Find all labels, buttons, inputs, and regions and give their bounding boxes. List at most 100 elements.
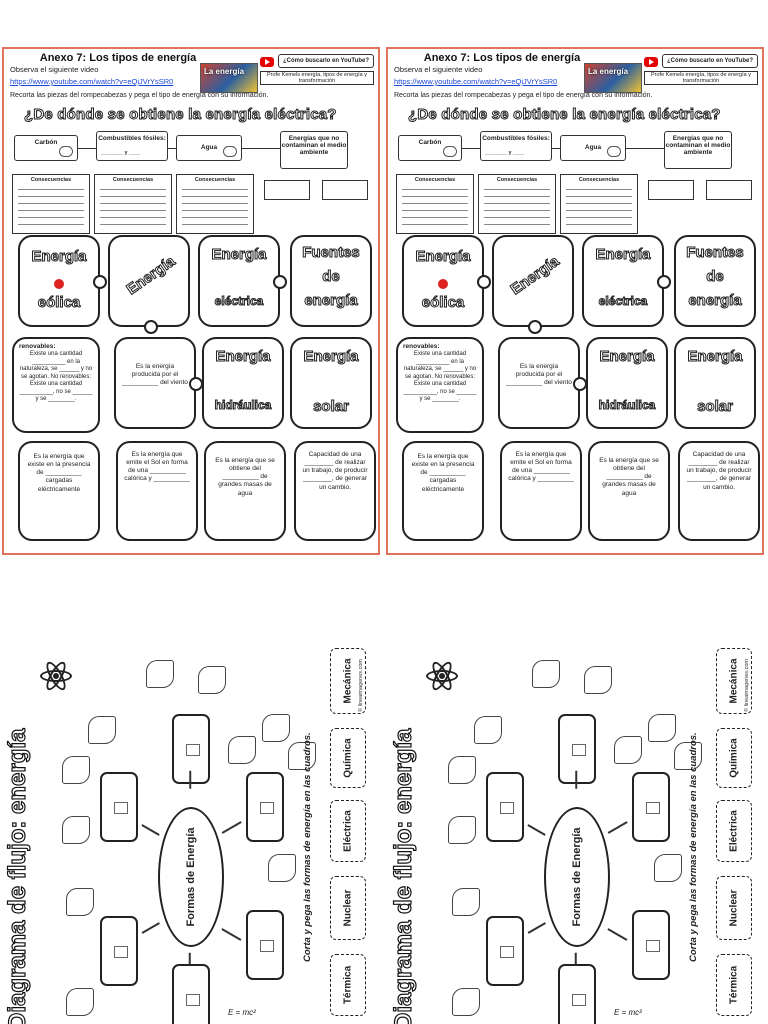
person-icon (452, 988, 480, 1016)
puzzle-piece-electrica[interactable]: Energía eléctrica (198, 235, 287, 327)
video-title: Profe Kemels energía, tipos de energía y… (644, 71, 758, 85)
consequences-box[interactable]: Consecuencias (396, 174, 474, 234)
video-link[interactable]: https://www.youtube.com/watch?v=eQjJVrYs… (394, 77, 558, 86)
consequences-box[interactable]: Consecuencias (94, 174, 172, 234)
puzzle-piece-fuentes[interactable]: Fuentes de energía (674, 235, 756, 327)
puzzle-piece-energia[interactable]: Energía (492, 235, 574, 334)
worksheet-heading: ¿De dónde se obtiene la energía eléctric… (408, 106, 721, 124)
source-fossil: Combustibles fósiles:________ y ____ (96, 131, 168, 161)
puzzle-piece-capacidad[interactable]: Capacidad de una ________ de realizar un… (294, 441, 376, 541)
how-to-find-label: ¿Cómo buscarlo en YouTube? (662, 54, 758, 68)
consequences-box[interactable]: Consecuencias (478, 174, 556, 234)
puzzle-piece-agua[interactable]: Es la energía que se obtiene del _______… (588, 441, 670, 541)
video-title: Profe Kemels energía, tipos de energía y… (260, 71, 374, 85)
puzzle-piece-capacidad[interactable]: Capacidad de una ________ de realizar un… (678, 441, 760, 541)
consequences-box[interactable]: Consecuencias (176, 174, 254, 234)
label-mecanica[interactable]: Mecánica (330, 648, 366, 714)
power-tower-icon (146, 660, 174, 688)
cart-icon (448, 816, 476, 844)
flow-instruction: Corta y pega las formas de energía en la… (688, 732, 699, 962)
puzzle-piece-solar[interactable]: Energía solar (290, 337, 372, 429)
blank-box[interactable] (632, 910, 670, 980)
puzzle-piece-cargadas[interactable]: Es la energía que existe en la presencia… (402, 441, 484, 541)
sun-icon (262, 714, 290, 742)
source-clean: Energías que no contaminan el medio ambi… (280, 131, 348, 169)
answer-box[interactable] (264, 180, 310, 200)
formula-label: E = mc² (228, 1008, 256, 1017)
label-termica[interactable]: Térmica (716, 954, 752, 1016)
lightning-icon (198, 666, 226, 694)
puzzle-piece-renovables[interactable]: renovables: Existe una cantidad ________… (12, 337, 100, 433)
lightning-icon (584, 666, 612, 694)
consequences-box[interactable]: Consecuencias (12, 174, 90, 234)
plant-icon (674, 742, 702, 770)
answer-box[interactable] (706, 180, 752, 200)
puzzle-instruction: Recorta las piezas del rompecabezas y pe… (394, 92, 653, 99)
flow-diagram-right: Diagrama de flujo: energía Formas de Ene… (386, 632, 764, 1024)
puzzle-piece-eolica[interactable]: Energía eólica (18, 235, 107, 327)
puzzle-piece-hidraulica[interactable]: Energía hidráulica (202, 337, 284, 429)
source-water: Agua (176, 135, 242, 161)
puzzle-piece-hidraulica[interactable]: Energía hidráulica (586, 337, 668, 429)
blank-box[interactable] (246, 772, 284, 842)
how-to-find-label: ¿Cómo buscarlo en YouTube? (278, 54, 374, 68)
bicycle-icon (66, 888, 94, 916)
center-ellipse: Formas de Energía (544, 807, 610, 947)
label-termica[interactable]: Térmica (330, 954, 366, 1016)
blank-box[interactable] (558, 714, 596, 784)
worksheet-title: Anexo 7: Los tipos de energía (39, 52, 197, 64)
blank-box[interactable] (558, 964, 596, 1024)
puzzle-piece-sol[interactable]: Es la energía que emite el Sol en forma … (116, 441, 198, 541)
blank-box[interactable] (632, 772, 670, 842)
sun-icon (648, 714, 676, 742)
puzzle-piece-energia[interactable]: Energía (108, 235, 190, 334)
puzzle-piece-agua[interactable]: Es la energía que se obtiene del _______… (204, 441, 286, 541)
blank-box[interactable] (486, 916, 524, 986)
blank-box[interactable] (100, 772, 138, 842)
video-instruction: Observa el siguiente video (394, 65, 483, 74)
puzzle-piece-solar[interactable]: Energía solar (674, 337, 756, 429)
puzzle-piece-cargadas[interactable]: Es la energía que existe en la presencia… (18, 441, 100, 541)
puzzle-piece-fuentes[interactable]: Fuentes de energía (290, 235, 372, 327)
worksheet-title: Anexo 7: Los tipos de energía (423, 52, 581, 64)
water-drop-icon (607, 146, 621, 157)
label-quimica[interactable]: Química (716, 728, 752, 788)
label-quimica[interactable]: Química (330, 728, 366, 788)
thumbnail-text: La energía (204, 67, 245, 76)
consequences-box[interactable]: Consecuencias (560, 174, 638, 234)
fire-icon (654, 854, 682, 882)
power-tower-icon (532, 660, 560, 688)
blank-box[interactable] (172, 714, 210, 784)
answer-box[interactable] (648, 180, 694, 200)
boy-icon (62, 756, 90, 784)
puzzle-piece-sol[interactable]: Es la energía que emite el Sol en forma … (500, 441, 582, 541)
label-nuclear[interactable]: Nuclear (716, 876, 752, 940)
puzzle-piece-eolica[interactable]: Energía eólica (402, 235, 491, 327)
label-electrica[interactable]: Eléctrica (716, 800, 752, 862)
puzzle-piece-renovables[interactable]: renovables: Existe una cantidad ________… (396, 337, 484, 433)
boy-icon (448, 756, 476, 784)
video-thumbnail[interactable]: La energía (200, 63, 258, 93)
flashlight-icon (614, 736, 642, 764)
video-instruction: Observa el siguiente video (10, 65, 99, 74)
blank-box[interactable] (100, 916, 138, 986)
answer-box[interactable] (322, 180, 368, 200)
puzzle-piece-electrica[interactable]: Energía eléctrica (582, 235, 671, 327)
label-electrica[interactable]: Eléctrica (330, 800, 366, 862)
youtube-icon (260, 57, 274, 67)
blank-box[interactable] (172, 964, 210, 1024)
blank-box[interactable] (246, 910, 284, 980)
source-clean: Energías que no contaminan el medio ambi… (664, 131, 732, 169)
wind-turbine-icon (54, 279, 64, 289)
coal-icon (443, 146, 457, 157)
blank-box[interactable] (486, 772, 524, 842)
video-link[interactable]: https://www.youtube.com/watch?v=eQjJVrYs… (10, 77, 174, 86)
flashlight-icon (228, 736, 256, 764)
plant-icon (288, 742, 316, 770)
puzzle-piece-viento[interactable]: Es la energía producida por el _________… (114, 337, 203, 429)
puzzle-piece-viento[interactable]: Es la energía producida por el _________… (498, 337, 587, 429)
video-thumbnail[interactable]: La energía (584, 63, 642, 93)
flow-diagram-left: Diagrama de flujo: energía Formas de Ene… (0, 632, 378, 1024)
label-mecanica[interactable]: Mecánica (716, 648, 752, 714)
label-nuclear[interactable]: Nuclear (330, 876, 366, 940)
